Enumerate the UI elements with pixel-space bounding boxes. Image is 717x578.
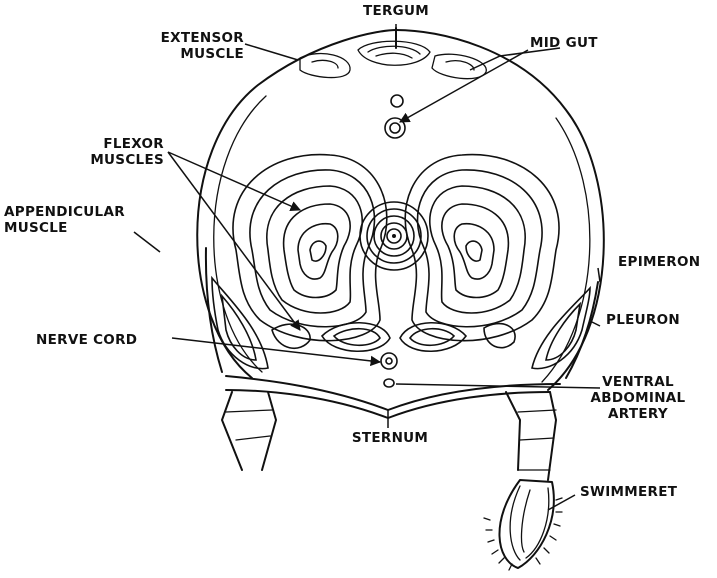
- label-extensor-muscle: EXTENSOR MUSCLE: [118, 30, 244, 62]
- ventral-abdominal-artery: [384, 379, 394, 387]
- label-tergum: TERGUM: [346, 3, 446, 19]
- label-sternum: STERNUM: [320, 430, 460, 446]
- label-epimeron: EPIMERON: [618, 254, 716, 270]
- mid-gut: [385, 95, 405, 138]
- flexor-muscle-mass: [233, 155, 559, 352]
- label-pleuron: PLEURON: [606, 312, 706, 328]
- label-nerve-cord: NERVE CORD: [36, 332, 176, 348]
- label-flexor-muscles: FLEXOR MUSCLES: [52, 136, 164, 168]
- label-appendicular-muscle: APPENDICULAR MUSCLE: [4, 204, 164, 236]
- extensor-muscle: [300, 54, 486, 79]
- flexor-muscle-center: [360, 202, 428, 270]
- appendicular-muscle: [212, 278, 590, 369]
- nerve-cord: [381, 353, 397, 369]
- swimmeret-shape: [484, 480, 562, 570]
- left-leg-stub: [222, 392, 276, 470]
- right-leg-stub: [506, 392, 556, 480]
- flexor-muscle-left: [233, 155, 387, 341]
- flexor-muscle-right: [405, 155, 559, 341]
- ventral-muscle-bands: [272, 323, 515, 352]
- sternum-plate: [226, 376, 560, 418]
- label-ventral-abdominal-artery: VENTRAL ABDOMINAL ARTERY: [580, 374, 696, 422]
- label-swimmeret: SWIMMERET: [580, 484, 700, 500]
- label-mid-gut: MID GUT: [530, 35, 650, 51]
